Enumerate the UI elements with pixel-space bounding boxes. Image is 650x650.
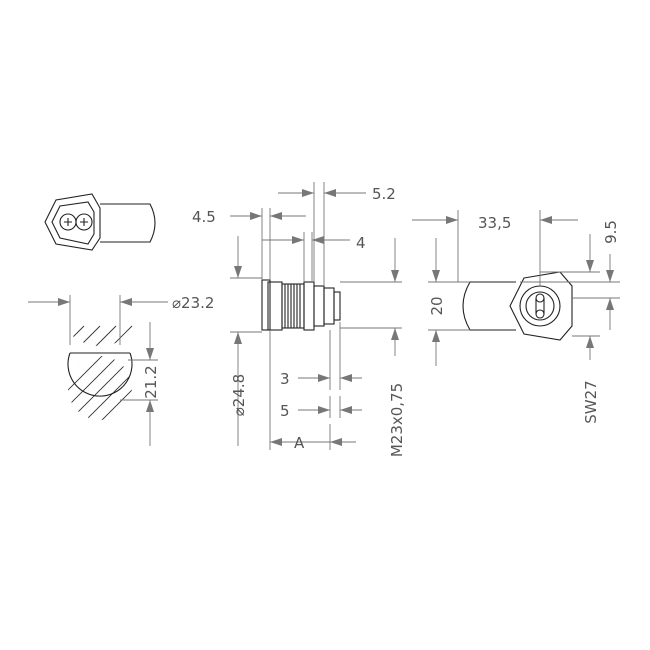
side-view: 5.2 4.5 4 ⌀24.8 M23x0,75 xyxy=(192,182,406,457)
dim-4-5-label: 4.5 xyxy=(192,208,216,226)
rear-nut-hex xyxy=(509,271,573,341)
dim-5-label: 5 xyxy=(280,402,290,420)
cutout-view: ⌀23.2 21.2 xyxy=(28,294,214,446)
side-threads xyxy=(284,284,301,328)
key-cross-icon xyxy=(64,218,88,226)
cutout-shape xyxy=(67,352,133,397)
rear-plug-circle xyxy=(525,291,555,321)
rear-cam xyxy=(462,281,516,331)
side-plug-face xyxy=(333,291,341,321)
nut-size-label: SW27 xyxy=(582,380,600,423)
cutout-flat-label: 21.2 xyxy=(142,365,160,398)
cam-width-label: 20 xyxy=(428,296,446,315)
cutout-diameter-label: ⌀23.2 xyxy=(172,294,214,312)
key-hole-right xyxy=(75,213,93,231)
dim-3-label: 3 xyxy=(280,370,290,388)
front-view xyxy=(44,193,156,251)
cam-length-label: 33,5 xyxy=(478,214,511,232)
body-diameter-label: ⌀24.8 xyxy=(230,374,248,416)
side-plug xyxy=(323,287,335,325)
dim-9-5-label: 9.5 xyxy=(602,220,620,244)
side-nut xyxy=(303,281,315,331)
rear-keyway-top xyxy=(535,293,545,303)
length-a-label: A xyxy=(294,434,305,452)
side-nut-collar xyxy=(313,285,325,327)
rear-view: 33,5 20 9.5 SW27 xyxy=(412,210,620,424)
rear-keyway-bottom xyxy=(535,309,545,319)
front-nut-outline xyxy=(44,193,101,251)
front-nut-inner xyxy=(51,201,95,245)
thread-label: M23x0,75 xyxy=(388,383,406,457)
dim-4-label: 4 xyxy=(356,234,366,252)
dim-5-2-label: 5.2 xyxy=(372,185,396,203)
side-cam-plate xyxy=(261,279,271,331)
front-cam xyxy=(100,203,156,243)
